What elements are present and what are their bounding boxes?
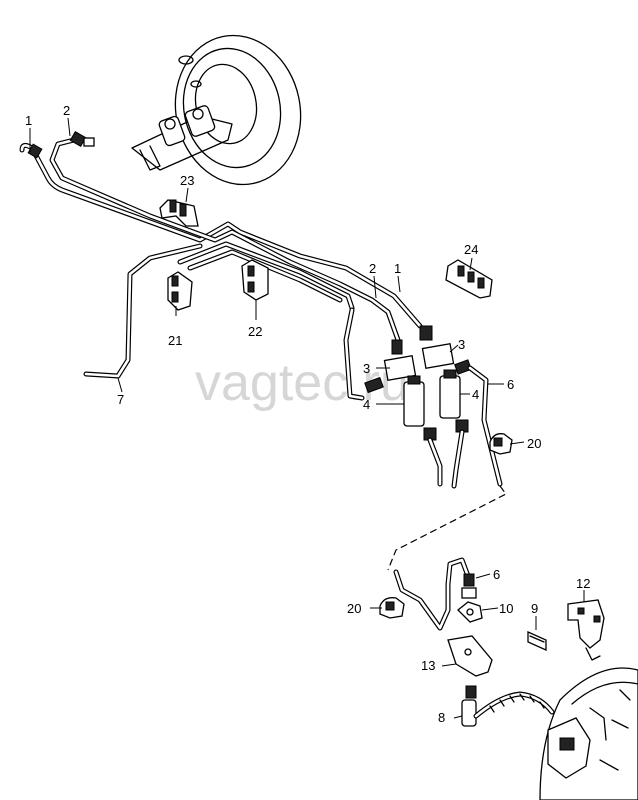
pipe-clip-21: [167, 271, 193, 311]
bracket-10: [457, 601, 483, 623]
callout-20-upper: 20: [527, 436, 541, 451]
callout-21: 21: [168, 333, 182, 348]
callout-4-right: 4: [472, 387, 479, 402]
callout-4-left: 4: [363, 397, 370, 412]
brake-pipes-down: [427, 429, 465, 489]
callout-6-lower: 6: [493, 567, 500, 582]
callout-10: 10: [499, 601, 513, 616]
master-cylinder: [131, 105, 233, 171]
brake-booster: [174, 34, 302, 186]
bracket-13: [447, 635, 493, 677]
callout-1-lower: 1: [394, 261, 401, 276]
callout-23: 23: [180, 173, 194, 188]
callout-labels: 1 2 23 24 2 1 21 22 7 3 3 4 4 6 20 6 20 …: [25, 103, 590, 725]
callout-12: 12: [576, 576, 590, 591]
brake-pipe-1: [19, 142, 423, 329]
brake-caliper-and-disc: [539, 667, 638, 800]
callout-24: 24: [464, 242, 478, 257]
holder-12: [567, 599, 605, 661]
callout-2-upper: 2: [63, 103, 70, 118]
brake-pipe-2: [49, 137, 401, 343]
callout-13: 13: [421, 658, 435, 673]
pipe-union-fittings: [27, 130, 95, 159]
callout-9: 9: [531, 601, 538, 616]
callout-2-lower: 2: [369, 261, 376, 276]
pipe-continuation-line: [387, 485, 507, 571]
pipe-holder-20-lower: [379, 597, 405, 619]
brake-pipe-bundle: [177, 241, 355, 311]
pipe-holder-20-upper: [489, 433, 513, 455]
callout-8: 8: [438, 710, 445, 725]
spring-clip-9: [527, 630, 547, 652]
brake-hose-8: [461, 685, 555, 727]
leader-lines: [29, 117, 585, 719]
brake-valve-right: [419, 325, 472, 433]
pipe-clip-24: [445, 259, 493, 299]
callout-7: 7: [117, 392, 124, 407]
callout-6-upper: 6: [507, 377, 514, 392]
callout-3-right: 3: [458, 337, 465, 352]
brake-pipe-7: [83, 243, 365, 401]
callout-3-left: 3: [363, 361, 370, 376]
pipe-clip-22: [241, 259, 269, 301]
brake-pipe-6-lower: [393, 557, 477, 631]
pipe-clip-23: [159, 199, 199, 227]
callout-20-lower: 20: [347, 601, 361, 616]
callout-1-upper: 1: [25, 113, 32, 128]
callout-22: 22: [248, 324, 262, 339]
brake-valve-left: [364, 339, 437, 441]
brake-pipe-6-upper: [467, 365, 503, 487]
